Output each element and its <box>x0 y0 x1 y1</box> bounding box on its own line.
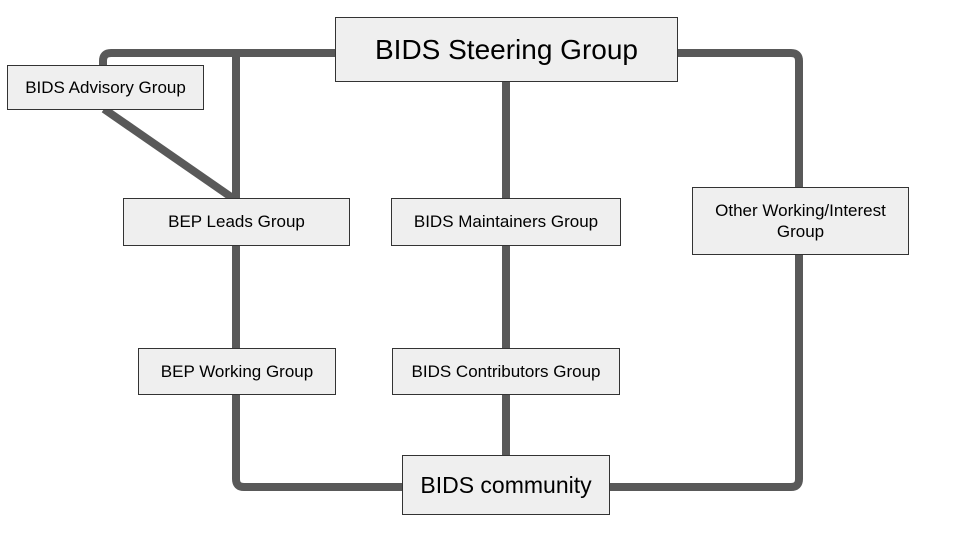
node-label: BEP Working Group <box>160 361 314 381</box>
connector-advisory-bep-leads <box>101 105 237 203</box>
node-bep-working-group: BEP Working Group <box>138 348 336 395</box>
node-label: Other Working/Interest Group <box>715 200 886 241</box>
node-label: BIDS Contributors Group <box>411 361 601 381</box>
connector-left-column <box>232 53 403 491</box>
node-bids-community: BIDS community <box>402 455 610 515</box>
node-bids-maintainers-group: BIDS Maintainers Group <box>391 198 621 246</box>
node-label: BIDS community <box>420 471 592 498</box>
node-bids-contributors-group: BIDS Contributors Group <box>392 348 620 395</box>
node-label: BIDS Advisory Group <box>25 77 186 97</box>
node-bids-advisory-group: BIDS Advisory Group <box>7 65 204 110</box>
node-bids-steering-group: BIDS Steering Group <box>335 17 678 82</box>
node-bep-leads-group: BEP Leads Group <box>123 198 350 246</box>
node-other-working-interest-group: Other Working/Interest Group <box>692 187 909 255</box>
node-label: BIDS Maintainers Group <box>413 212 599 232</box>
connector-right-column <box>609 254 803 491</box>
node-label: BIDS Steering Group <box>374 34 639 65</box>
node-label: BEP Leads Group <box>168 212 305 232</box>
